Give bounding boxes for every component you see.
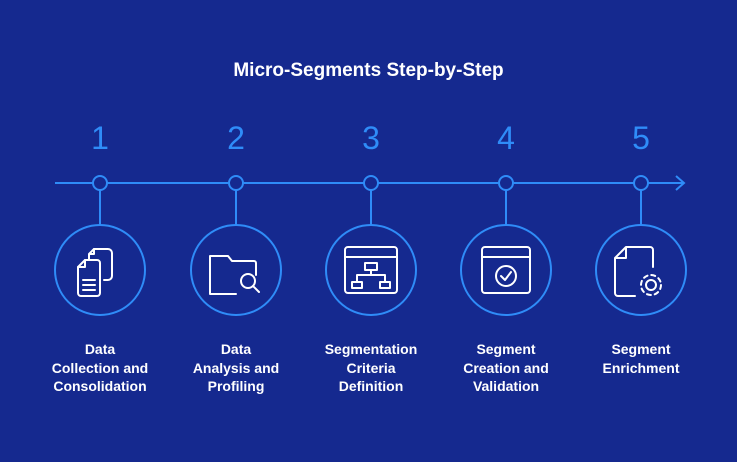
step-label-line: Enrichment	[602, 359, 680, 376]
step-label-line: Segment	[611, 341, 671, 357]
step-number: 4	[497, 120, 515, 156]
step-label-line: Profiling	[207, 378, 265, 394]
arrow-head-icon	[675, 175, 686, 191]
step-2-icon-circle	[190, 224, 282, 316]
step-label-line: Analysis and	[192, 359, 280, 376]
documents-icon	[77, 248, 113, 297]
timeline-node	[633, 175, 649, 191]
step-number: 2	[227, 120, 245, 156]
step-label-line: Collection and	[51, 359, 149, 376]
timeline-node	[92, 175, 108, 191]
page-title: Micro-Segments Step-by-Step	[233, 60, 504, 81]
timeline-node	[498, 175, 514, 191]
step-label-line: Segment	[476, 341, 536, 357]
step-label-line: Definition	[338, 378, 404, 394]
step-label-line: Data	[84, 341, 116, 357]
step-label-line: Consolidation	[53, 378, 147, 394]
step-number: 3	[362, 120, 380, 156]
step-label-line: Validation	[472, 378, 540, 394]
check-window-icon	[481, 246, 531, 294]
step-4-icon-circle	[460, 224, 552, 316]
step-label-line: Criteria	[346, 359, 396, 376]
step-number: 1	[91, 120, 109, 156]
step-label-line: Data	[220, 341, 252, 357]
document-gear-icon	[614, 246, 662, 297]
step-number: 5	[632, 120, 650, 156]
flowchart-window-icon	[344, 246, 398, 294]
timeline-node	[363, 175, 379, 191]
timeline-node	[228, 175, 244, 191]
step-label-line: Segmentation	[324, 341, 418, 357]
folder-search-icon	[209, 255, 260, 295]
step-5-icon-circle	[595, 224, 687, 316]
step-label-line: Creation and	[463, 359, 549, 376]
